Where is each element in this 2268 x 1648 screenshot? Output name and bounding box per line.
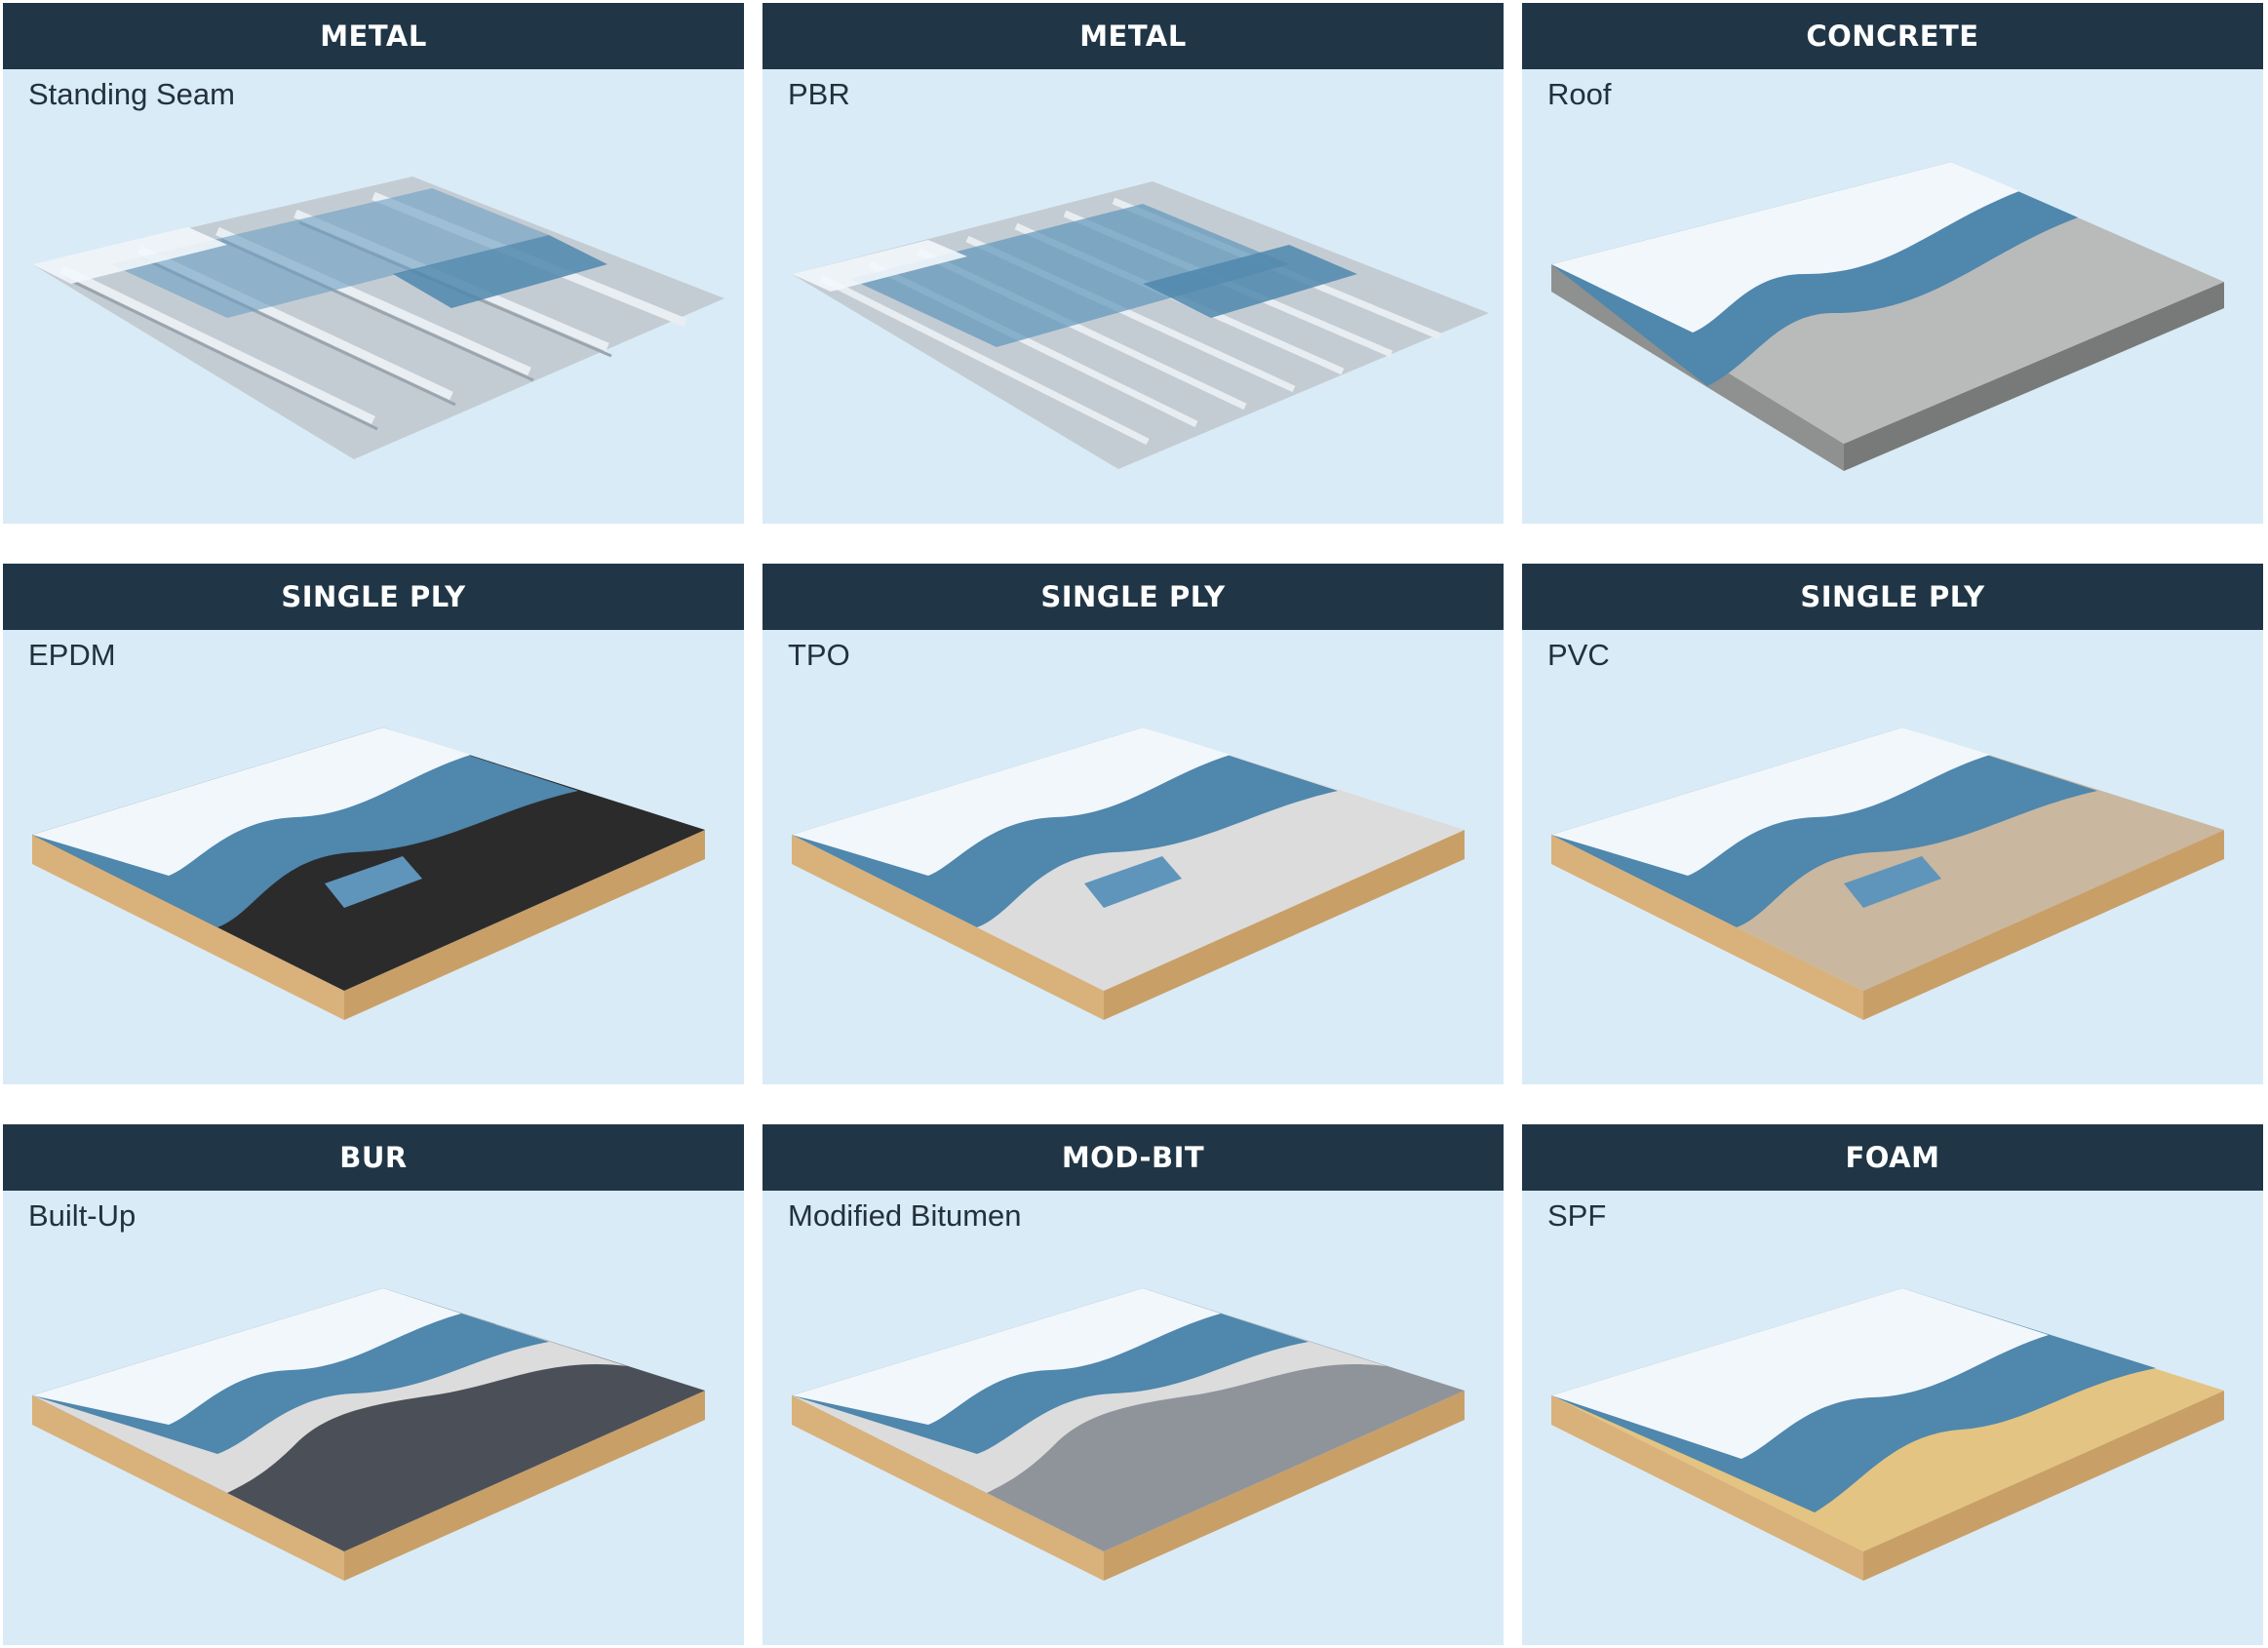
roof-card-foam-spf[interactable]: FOAM SPF	[1522, 1124, 2263, 1645]
card-category-title: MOD-BIT	[763, 1124, 1504, 1191]
card-category-title: BUR	[3, 1124, 744, 1191]
card-subtype-label: Built-Up	[28, 1198, 137, 1233]
concrete-roof-illustration	[1551, 162, 2224, 471]
roof-card-single-ply-epdm[interactable]: SINGLE PLY EPDM	[3, 564, 744, 1084]
built-up-roof-illustration	[32, 1288, 705, 1581]
roof-card-metal-standing-seam[interactable]: METAL Standing Seam	[3, 3, 744, 524]
card-subtype-label: PBR	[788, 77, 850, 111]
roof-card-single-ply-tpo[interactable]: SINGLE PLY TPO	[763, 564, 1504, 1084]
roof-card-bur-built-up[interactable]: BUR Built-Up	[3, 1124, 744, 1645]
card-subtype-label: Roof	[1547, 77, 1612, 111]
card-category-title: METAL	[3, 3, 744, 69]
card-subtype-label: PVC	[1547, 638, 1610, 672]
roof-card-metal-pbr[interactable]: METAL PBR	[763, 3, 1504, 524]
card-category-title: METAL	[763, 3, 1504, 69]
card-subtype-label: SPF	[1547, 1198, 1607, 1233]
pvc-roof-illustration	[1551, 727, 2224, 1020]
spf-foam-roof-illustration	[1551, 1288, 2224, 1581]
standing-seam-roof-illustration	[32, 177, 724, 459]
card-category-title: SINGLE PLY	[763, 564, 1504, 630]
card-category-title: SINGLE PLY	[3, 564, 744, 630]
card-subtype-label: EPDM	[28, 638, 116, 672]
pbr-panel-roof-illustration	[792, 181, 1489, 469]
roof-card-concrete-roof[interactable]: CONCRETE Roof	[1522, 3, 2263, 524]
card-subtype-label: Modified Bitumen	[788, 1198, 1022, 1233]
card-category-title: CONCRETE	[1522, 3, 2263, 69]
epdm-roof-illustration	[32, 727, 705, 1020]
card-category-title: FOAM	[1522, 1124, 2263, 1191]
roof-card-single-ply-pvc[interactable]: SINGLE PLY PVC	[1522, 564, 2263, 1084]
tpo-roof-illustration	[792, 727, 1465, 1020]
card-subtype-label: TPO	[788, 638, 850, 672]
modified-bitumen-roof-illustration	[792, 1288, 1465, 1581]
roof-card-mod-bit-modified-bitumen[interactable]: MOD-BIT Modified Bitumen	[763, 1124, 1504, 1645]
card-subtype-label: Standing Seam	[28, 77, 235, 111]
card-category-title: SINGLE PLY	[1522, 564, 2263, 630]
